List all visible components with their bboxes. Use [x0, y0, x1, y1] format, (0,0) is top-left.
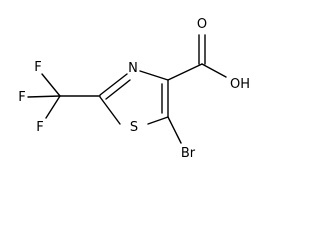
- atom-label-fluorine-top: F: [34, 60, 41, 75]
- bond-c2-n3-inner: [105, 79, 131, 100]
- atom-label-sulfur: S: [130, 120, 138, 135]
- atom-label-hydroxyl: OH: [230, 77, 250, 92]
- bond-cf3-f-top: [41, 73, 61, 97]
- bond-s1-c2: [99, 96, 121, 125]
- bond-c5-s1: [147, 116, 169, 125]
- structure-diagram: O OH N S Br F F F: [18, 17, 250, 161]
- atom-label-nitrogen: N: [128, 61, 138, 76]
- atom-label-bromine: Br: [181, 146, 196, 161]
- atom-label-fluorine-bottom: F: [36, 120, 43, 135]
- atom-label-fluorine-left: F: [18, 90, 25, 105]
- bond-c5-br: [167, 116, 182, 144]
- bond-c4-ccooh: [167, 63, 203, 81]
- bond-cf3-f-bottom: [45, 95, 61, 119]
- atom-label-oxygen-carbonyl: O: [197, 17, 207, 32]
- bond-n3-c4: [139, 70, 169, 81]
- bond-cf3-f-left: [27, 95, 61, 98]
- bond-ccooh-oh: [201, 63, 227, 78]
- bond-c2-n3: [99, 73, 128, 96]
